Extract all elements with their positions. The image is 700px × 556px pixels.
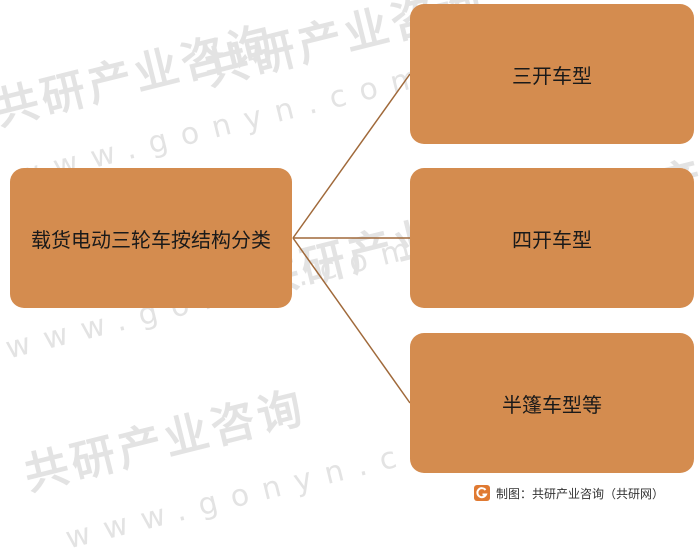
child-node-half-canopy: 半篷车型等 bbox=[410, 333, 694, 473]
connector-lines bbox=[292, 73, 411, 404]
child-node-four-door: 四开车型 bbox=[410, 168, 694, 308]
root-node: 载货电动三轮车按结构分类 bbox=[10, 168, 292, 308]
connector-line-top bbox=[292, 73, 411, 239]
root-node-label: 载货电动三轮车按结构分类 bbox=[31, 227, 271, 252]
connector-line-bottom bbox=[292, 237, 411, 404]
child-node-label: 半篷车型等 bbox=[502, 392, 602, 417]
child-node-label: 三开车型 bbox=[512, 63, 592, 88]
source-footer: 制图：共研产业咨询（共研网） bbox=[474, 483, 664, 503]
gonyn-logo-icon bbox=[474, 485, 490, 501]
child-node-three-door: 三开车型 bbox=[410, 4, 694, 144]
child-node-label: 四开车型 bbox=[512, 227, 592, 252]
source-text: 制图：共研产业咨询（共研网） bbox=[496, 486, 665, 501]
